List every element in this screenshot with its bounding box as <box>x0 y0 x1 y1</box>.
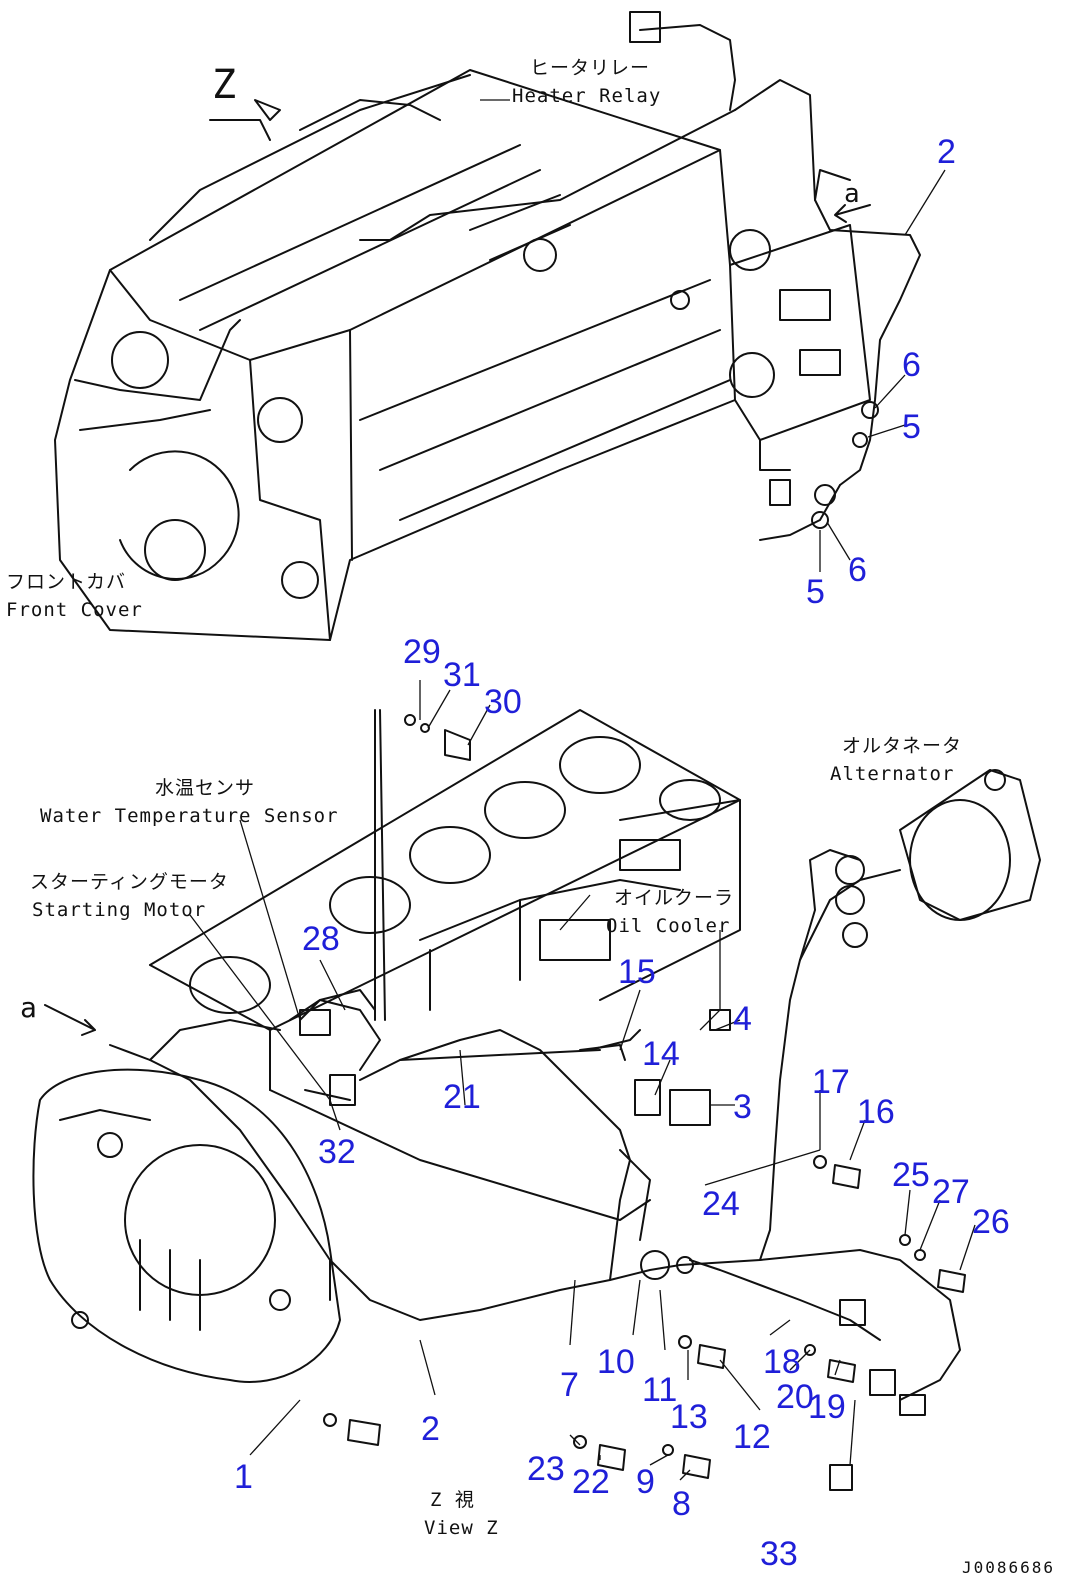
callout-11: 11 <box>642 1371 678 1409</box>
starting-motor-label-en: Starting Motor <box>32 899 207 921</box>
lower-leaders <box>189 680 976 1481</box>
callout-6-lower: 6 <box>848 551 867 589</box>
callout-10: 10 <box>597 1343 635 1381</box>
upper-engine-block <box>54 69 871 641</box>
callout-27: 27 <box>932 1173 970 1211</box>
callout-9: 9 <box>636 1463 655 1501</box>
arrow-a-left-label: a <box>20 991 38 1024</box>
view-label-jp: Z 視 <box>430 1489 475 1511</box>
heater-relay-label-jp: ヒータリレー <box>530 57 651 79</box>
callout-16: 16 <box>857 1093 895 1131</box>
flywheel-housing <box>32 1068 341 1383</box>
lower-harness <box>109 849 961 1491</box>
view-letter: Z <box>212 62 237 108</box>
callout-30: 30 <box>484 683 522 721</box>
callout-8: 8 <box>672 1485 691 1523</box>
callout-14: 14 <box>642 1035 680 1073</box>
callout-23: 23 <box>527 1450 565 1488</box>
callout-19: 19 <box>808 1388 846 1426</box>
front-cover-label-jp: フロントカバ <box>6 571 127 593</box>
sensor-bracket <box>289 709 626 1071</box>
callout-4: 4 <box>733 1000 752 1038</box>
callout-22: 22 <box>572 1463 610 1501</box>
alternator-body <box>835 769 1041 948</box>
arrow-a-left <box>44 1004 96 1036</box>
view-label-en: View Z <box>424 1517 499 1539</box>
callout-25: 25 <box>892 1156 930 1194</box>
callout-32: 32 <box>318 1133 356 1171</box>
alternator-label-jp: オルタネータ <box>842 735 963 757</box>
callout-3: 3 <box>733 1088 752 1126</box>
callout-1: 1 <box>234 1458 253 1496</box>
callout-31: 31 <box>443 656 481 694</box>
hardware <box>323 714 966 1479</box>
callout-28: 28 <box>302 920 340 958</box>
upper-harness <box>359 11 921 541</box>
callout-6-upper: 6 <box>902 346 921 384</box>
view-z-arrow <box>254 99 281 121</box>
arrow-a-top-label: a <box>844 179 861 209</box>
callout-7: 7 <box>560 1366 579 1404</box>
callout-12: 12 <box>733 1418 771 1456</box>
starting-motor-label-jp: スターティングモータ <box>30 871 229 893</box>
callout-2-top: 2 <box>937 133 956 171</box>
callout-15: 15 <box>618 953 656 991</box>
callout-24: 24 <box>702 1185 740 1223</box>
callout-29: 29 <box>403 633 441 671</box>
callout-21: 21 <box>443 1078 481 1116</box>
heater-relay-label-en: Heater Relay <box>512 85 662 107</box>
callout-33: 33 <box>760 1535 798 1573</box>
oil-cooler-label-en: Oil Cooler <box>606 915 731 937</box>
front-cover-label-en: Front Cover <box>6 599 143 621</box>
lower-engine-block <box>149 709 741 1221</box>
water-temp-label-jp: 水温センサ <box>155 777 256 799</box>
upper-leaders <box>480 99 946 572</box>
arrow-a-top <box>834 204 871 223</box>
callout-17: 17 <box>812 1063 850 1101</box>
water-temp-label-en: Water Temperature Sensor <box>40 805 339 827</box>
drawing-code: J0086686 <box>962 1558 1056 1577</box>
callout-13: 13 <box>670 1398 708 1436</box>
alternator-label-en: Alternator <box>830 763 955 785</box>
callout-5-lower: 5 <box>806 573 825 611</box>
callout-2-bottom: 2 <box>421 1410 440 1448</box>
callout-5-upper: 5 <box>902 408 921 446</box>
oil-cooler-label-jp: オイルクーラ <box>614 887 735 909</box>
callout-18: 18 <box>763 1343 801 1381</box>
callout-20: 20 <box>776 1378 814 1416</box>
callout-26: 26 <box>972 1203 1010 1241</box>
